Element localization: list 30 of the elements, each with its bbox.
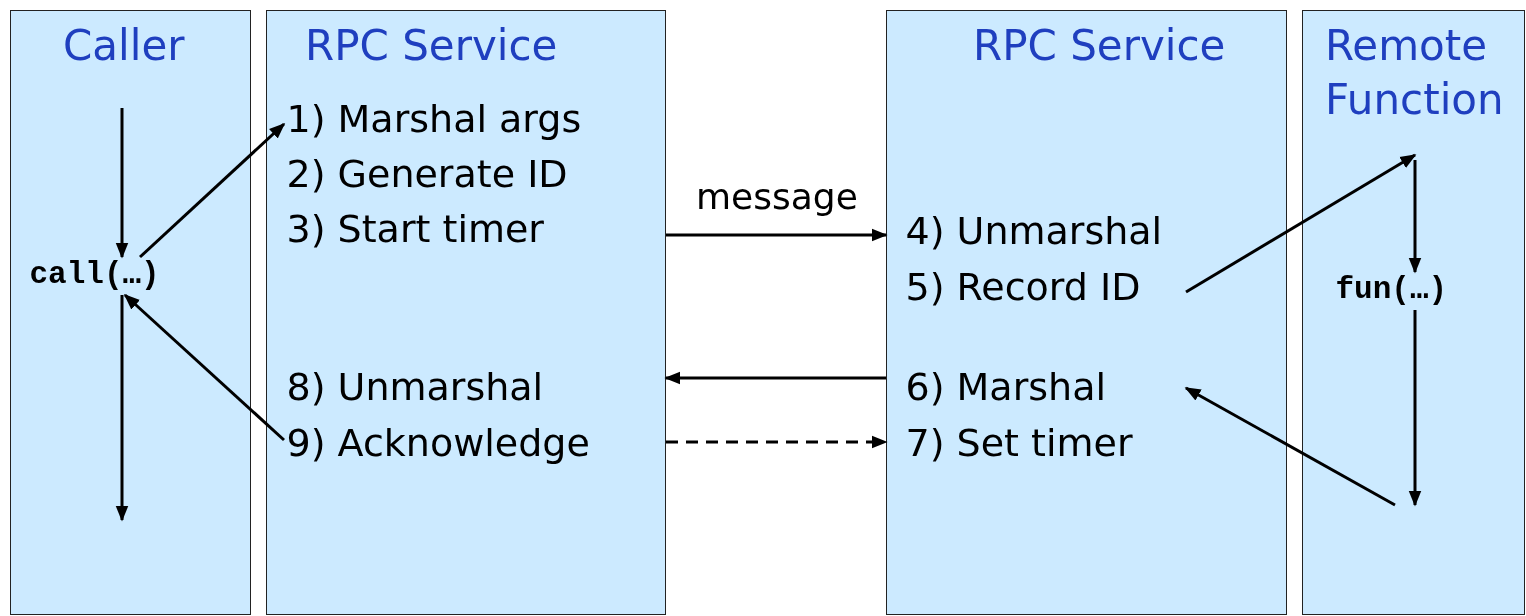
arrow [1408, 160, 1422, 274]
column-heading: RPC Service [973, 20, 1227, 72]
step-label: 6) Marshal [895, 363, 1186, 410]
function-call-label: fun(…) [1335, 271, 1506, 310]
column-panel [266, 10, 666, 615]
arrow [139, 122, 286, 259]
arrow [1184, 386, 1396, 507]
step-label: 1) Marshal args [283, 95, 656, 142]
arrow [115, 295, 129, 522]
step-label: 3) Start timer [283, 205, 656, 252]
arrow [123, 293, 285, 442]
step-label: 9) Acknowledge [283, 419, 656, 466]
step-label: 4) Unmarshal [895, 207, 1186, 254]
column-heading: RPC Service [305, 20, 559, 72]
column-panel [886, 10, 1287, 615]
step-label: 2) Generate ID [283, 150, 656, 197]
arrow [1185, 153, 1417, 294]
dashed-arrow [666, 435, 888, 449]
column-panel [1302, 10, 1525, 615]
step-label: 8) Unmarshal [283, 363, 656, 410]
arrow [1408, 310, 1422, 507]
arrow [666, 228, 888, 242]
column-heading: Remote Function [1325, 20, 1505, 126]
arrow [664, 371, 886, 385]
arrow [115, 108, 129, 259]
step-label: 7) Set timer [895, 419, 1186, 466]
column-heading: Caller [63, 20, 186, 72]
function-call-label: call(…) [29, 256, 230, 295]
step-label: 5) Record ID [895, 263, 1186, 310]
column-panel [10, 10, 251, 615]
